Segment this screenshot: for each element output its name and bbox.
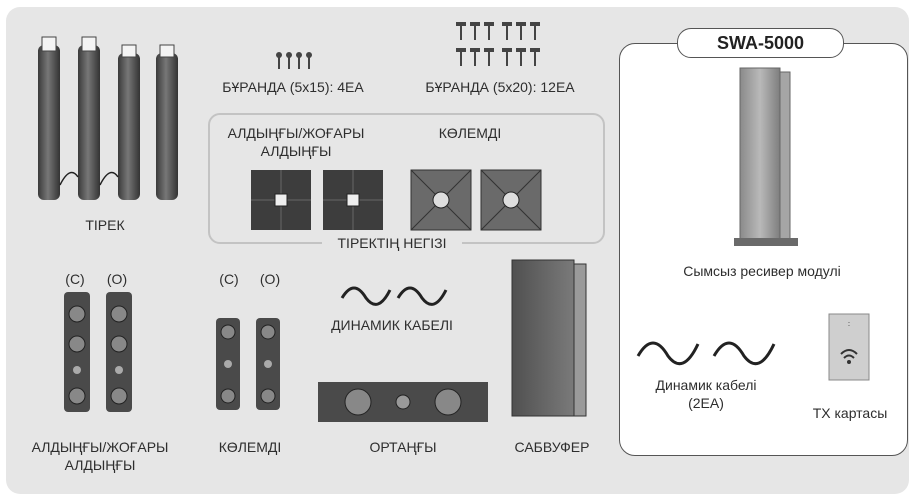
receiver-cable-line1: Динамик кабелі	[646, 376, 766, 394]
small-screws-illustration	[275, 52, 315, 74]
receiver-cable-illustration	[636, 326, 776, 370]
front-o-label: (О)	[102, 270, 132, 288]
surround-label: КӨЛЕМДІ	[210, 438, 290, 456]
base-surround-label: КӨЛЕМДІ	[430, 124, 510, 142]
base-front-label: АЛДЫҢҒЫ/ЖОҒАРЫ АЛДЫҢҒЫ	[226, 124, 366, 160]
front-c-label: (С)	[60, 270, 90, 288]
tx-card-illustration: :	[829, 314, 869, 380]
svg-text::: :	[848, 319, 851, 328]
screw-large-label: БҰРАНДА (5x20): 12EA	[410, 78, 590, 96]
stand-label: ТІРЕК	[75, 216, 135, 234]
screw-small-label: БҰРАНДА (5x15): 4EA	[218, 78, 368, 96]
speaker-cable-label: ДИНАМИК КАБЕЛІ	[322, 316, 462, 334]
receiver-cable-line2: (2EA)	[646, 394, 766, 412]
stand-base-label: ТІРЕКТІҢ НЕГІЗІ	[322, 234, 462, 252]
front-top-line1: АЛДЫҢҒЫ/ЖОҒАРЫ	[30, 438, 170, 456]
front-speakers-illustration	[58, 292, 148, 442]
center-speaker-illustration	[318, 382, 488, 422]
base-plates-illustration	[251, 170, 551, 232]
speaker-cable-illustration	[340, 278, 450, 308]
receiver-cable-label: Динамик кабелі (2EA)	[646, 376, 766, 412]
surround-speakers-illustration	[212, 318, 292, 438]
large-screws-illustration	[456, 22, 548, 72]
base-front-line1: АЛДЫҢҒЫ/ЖОҒАРЫ	[226, 124, 366, 142]
subwoofer-illustration	[512, 260, 590, 420]
receiver-label: Сымсыз ресивер модулі	[664, 262, 860, 280]
swa-5000-title: SWA-5000	[677, 28, 844, 58]
subwoofer-label: САБВУФЕР	[502, 438, 602, 456]
base-front-line2: АЛДЫҢҒЫ	[226, 142, 366, 160]
front-top-label: АЛДЫҢҒЫ/ЖОҒАРЫ АЛДЫҢҒЫ	[30, 438, 170, 474]
tx-card-label: TX картасы	[800, 404, 900, 422]
wireless-receiver-illustration	[734, 68, 804, 248]
center-label: ОРТАҢҒЫ	[355, 438, 451, 456]
surround-o-label: (О)	[255, 270, 285, 288]
surround-c-label: (С)	[214, 270, 244, 288]
front-top-line2: АЛДЫҢҒЫ	[30, 456, 170, 474]
stand-tubes-illustration	[30, 35, 190, 215]
